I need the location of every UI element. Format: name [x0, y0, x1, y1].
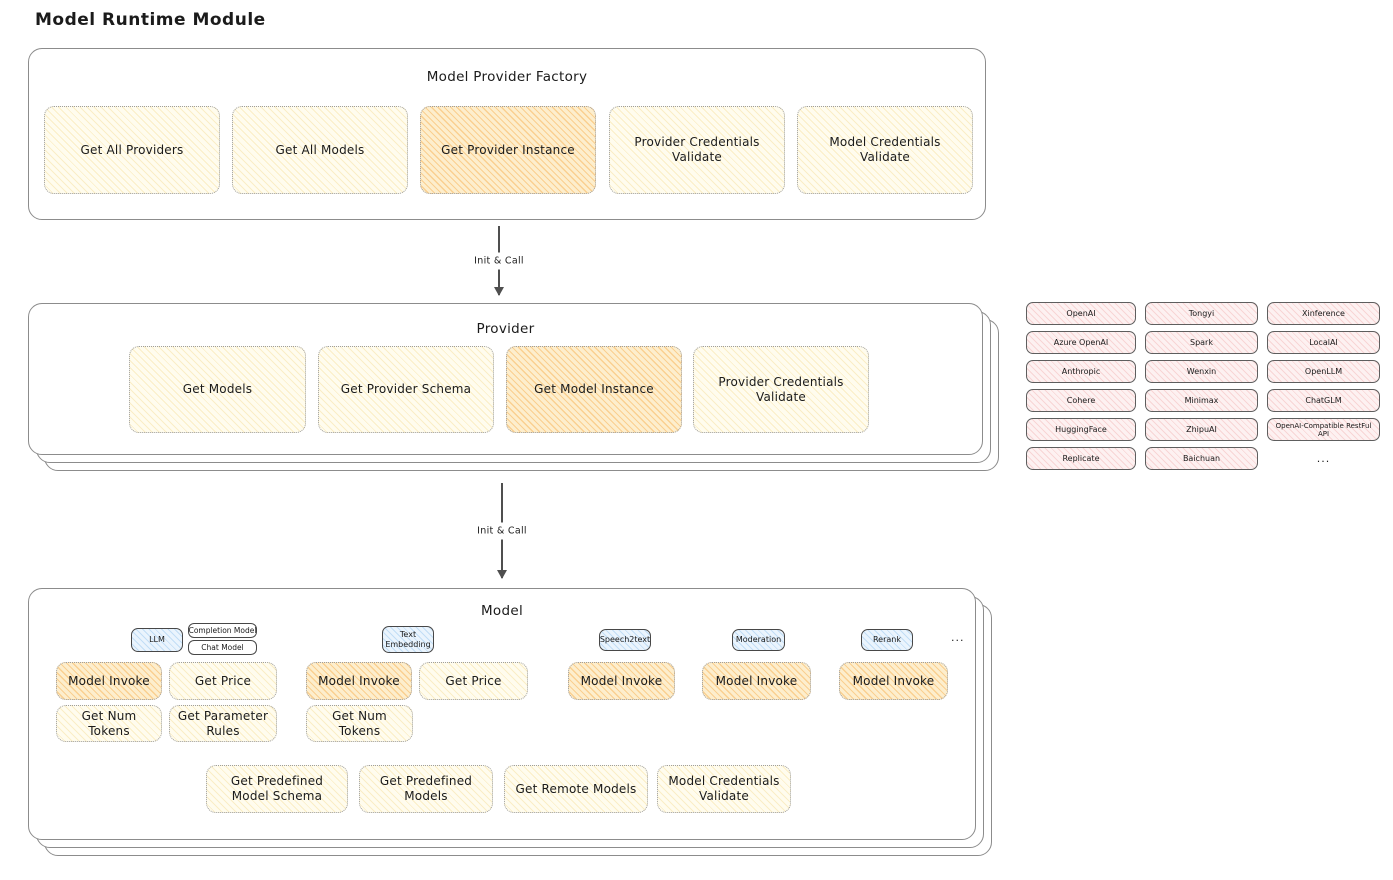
arrow-provider-to-model: Init & Call	[472, 483, 532, 579]
node-embedding-get-num-tokens: Get Num Tokens	[306, 705, 413, 742]
tag-llm: LLM	[131, 628, 183, 652]
node-rerank-model-invoke: Model Invoke	[839, 662, 948, 700]
vendor-tongyi: Tongyi	[1145, 302, 1258, 325]
tag-rerank: Rerank	[861, 629, 913, 651]
node-speech2text-model-invoke: Model Invoke	[568, 662, 675, 700]
arrow-label: Init & Call	[469, 252, 529, 269]
vendor-huggingface: HuggingFace	[1026, 418, 1136, 441]
vendor-anthropic: Anthropic	[1026, 360, 1136, 383]
vendor-spark: Spark	[1145, 331, 1258, 354]
vendor-replicate: Replicate	[1026, 447, 1136, 470]
node-embedding-model-invoke: Model Invoke	[306, 662, 412, 700]
vendor-wenxin: Wenxin	[1145, 360, 1258, 383]
node-get-all-providers: Get All Providers	[44, 106, 220, 194]
node-get-all-models: Get All Models	[232, 106, 408, 194]
node-get-predefined-model-schema: Get Predefined Model Schema	[206, 765, 348, 813]
node-provider-credentials-validate-2: Provider Credentials Validate	[693, 346, 869, 433]
tag-text-embedding: Text Embedding	[382, 626, 434, 653]
model-container: Model LLM Completion Model Chat Model Te…	[28, 588, 976, 840]
arrow-head-icon	[496, 570, 507, 579]
vendor-zhipuai: ZhipuAI	[1145, 418, 1258, 441]
tag-speech2text: Speech2text	[599, 629, 651, 651]
node-model-credentials-validate: Model Credentials Validate	[797, 106, 973, 194]
vendor-more-ellipsis: ...	[1316, 452, 1331, 465]
node-model-credentials-validate-2: Model Credentials Validate	[657, 765, 791, 813]
tag-completion-model: Completion Model	[188, 623, 257, 638]
vendor-azure-openai: Azure OpenAI	[1026, 331, 1136, 354]
node-provider-credentials-validate: Provider Credentials Validate	[609, 106, 785, 194]
node-get-provider-instance: Get Provider Instance	[420, 106, 596, 194]
factory-container: Model Provider Factory Get All Providers…	[28, 48, 986, 220]
node-get-models: Get Models	[129, 346, 306, 433]
vendor-chatglm: ChatGLM	[1267, 389, 1380, 412]
node-embedding-get-price: Get Price	[419, 662, 528, 700]
arrow-head-icon	[493, 287, 504, 296]
model-title: Model	[480, 603, 524, 619]
page-title: Model Runtime Module	[35, 10, 266, 30]
vendor-cohere: Cohere	[1026, 389, 1136, 412]
vendor-openllm: OpenLLM	[1267, 360, 1380, 383]
provider-title: Provider	[476, 321, 535, 337]
node-llm-get-price: Get Price	[169, 662, 277, 700]
node-llm-get-parameter-rules: Get Parameter Rules	[169, 705, 277, 742]
node-moderation-model-invoke: Model Invoke	[702, 662, 811, 700]
factory-title: Model Provider Factory	[426, 69, 588, 85]
vendor-xinference: Xinference	[1267, 302, 1380, 325]
provider-vendor-grid: OpenAI Tongyi Xinference Azure OpenAI Sp…	[1026, 302, 1380, 470]
tag-chat-model: Chat Model	[188, 640, 257, 655]
vendor-openai: OpenAI	[1026, 302, 1136, 325]
node-get-provider-schema: Get Provider Schema	[318, 346, 494, 433]
vendor-minimax: Minimax	[1145, 389, 1258, 412]
vendor-localai: LocalAI	[1267, 331, 1380, 354]
vendor-openai-compatible: OpenAI-Compatible RestFul API	[1267, 418, 1380, 441]
node-get-predefined-models: Get Predefined Models	[359, 765, 493, 813]
arrow-factory-to-provider: Init & Call	[469, 226, 529, 296]
model-types-more-ellipsis: ...	[951, 631, 965, 644]
arrow-label: Init & Call	[472, 522, 532, 539]
vendor-baichuan: Baichuan	[1145, 447, 1258, 470]
provider-container: Provider Get Models Get Provider Schema …	[28, 303, 983, 455]
tag-moderation: Moderation	[732, 629, 785, 651]
node-llm-get-num-tokens: Get Num Tokens	[56, 705, 162, 742]
node-llm-model-invoke: Model Invoke	[56, 662, 162, 700]
node-get-model-instance: Get Model Instance	[506, 346, 682, 433]
node-get-remote-models: Get Remote Models	[504, 765, 648, 813]
